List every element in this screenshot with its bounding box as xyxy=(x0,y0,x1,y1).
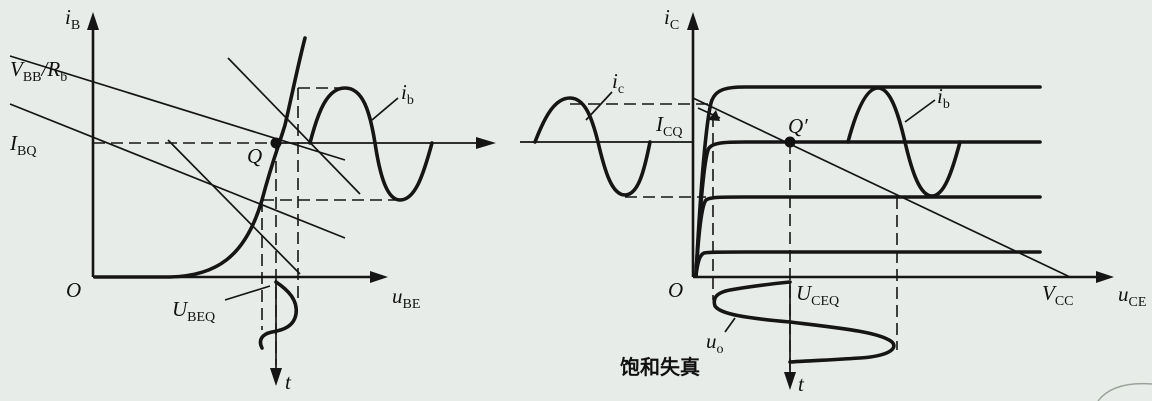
ib-axis-arrow xyxy=(87,12,99,30)
dc-load-line xyxy=(692,97,1071,278)
ube-axis-label: uBE xyxy=(392,284,420,312)
output-base-current-sine-wave xyxy=(846,86,962,198)
ib-wave-label: ib xyxy=(401,80,414,108)
output-curve-4 xyxy=(694,250,1042,277)
ube-time-axis-arrow xyxy=(270,368,282,386)
q-prime-label: Q′ xyxy=(788,114,808,138)
quiescent-point-marker xyxy=(270,137,282,149)
input-origin-label: O xyxy=(66,278,81,302)
output-characteristic-panel: iC uCE O VCC ICQ Q′ UCEQ ic ib uo t 饱和失真 xyxy=(520,5,1146,396)
output-ib-leader-line xyxy=(904,99,936,123)
load-line-intercept-label: VBB/Rb xyxy=(10,57,67,85)
output-curve-3 xyxy=(694,195,1042,277)
uo-leader-line xyxy=(724,317,736,333)
input-characteristic-panel: iB uBE O VBB/Rb IBQ Q UBEQ ib t xyxy=(9,5,496,394)
output-origin-label: O xyxy=(668,278,683,302)
output-voltage-waveform xyxy=(712,280,896,364)
ib-axis-label: iB xyxy=(65,5,80,33)
load-line-right-lower xyxy=(167,139,301,275)
uo-wave-label: uo xyxy=(706,329,724,357)
q-point-label: Q xyxy=(247,144,262,168)
input-characteristic-curve xyxy=(93,36,307,279)
uce-axis-label: uCE xyxy=(1118,282,1146,310)
ib-leader-line xyxy=(371,97,399,121)
ubeq-leader-line xyxy=(224,285,271,301)
output-curve-2 xyxy=(694,140,1042,277)
collector-current-sine-wave xyxy=(533,96,652,197)
output-t-axis-label: t xyxy=(798,372,805,396)
ib-time-axis-arrow xyxy=(476,137,496,149)
uce-axis-arrow xyxy=(1096,271,1114,283)
uo-time-axis-arrow xyxy=(784,372,796,390)
ubeq-label: UBEQ xyxy=(172,297,215,325)
vcc-label: VCC xyxy=(1042,281,1074,309)
uceq-label: UCEQ xyxy=(796,281,839,309)
diagram-caption: 饱和失真 xyxy=(620,355,700,379)
input-t-axis-label: t xyxy=(285,370,292,394)
ic-wave-label: ic xyxy=(612,69,624,97)
load-line-lower xyxy=(9,103,346,239)
icq-label: ICQ xyxy=(655,112,682,140)
ube-axis-arrow xyxy=(370,271,388,283)
ibq-label: IBQ xyxy=(9,131,36,159)
ic-leader-line xyxy=(585,91,613,121)
load-line-right-upper xyxy=(227,57,361,195)
base-voltage-sine-wave xyxy=(258,280,299,350)
ic-axis-label: iC xyxy=(664,5,679,33)
icq-pointer-arrow xyxy=(708,110,720,121)
output-quiescent-point-marker xyxy=(784,136,796,148)
base-current-sine-wave xyxy=(308,86,434,202)
watermark-seal-fragment xyxy=(1097,382,1152,401)
ic-axis-arrow xyxy=(687,12,699,30)
